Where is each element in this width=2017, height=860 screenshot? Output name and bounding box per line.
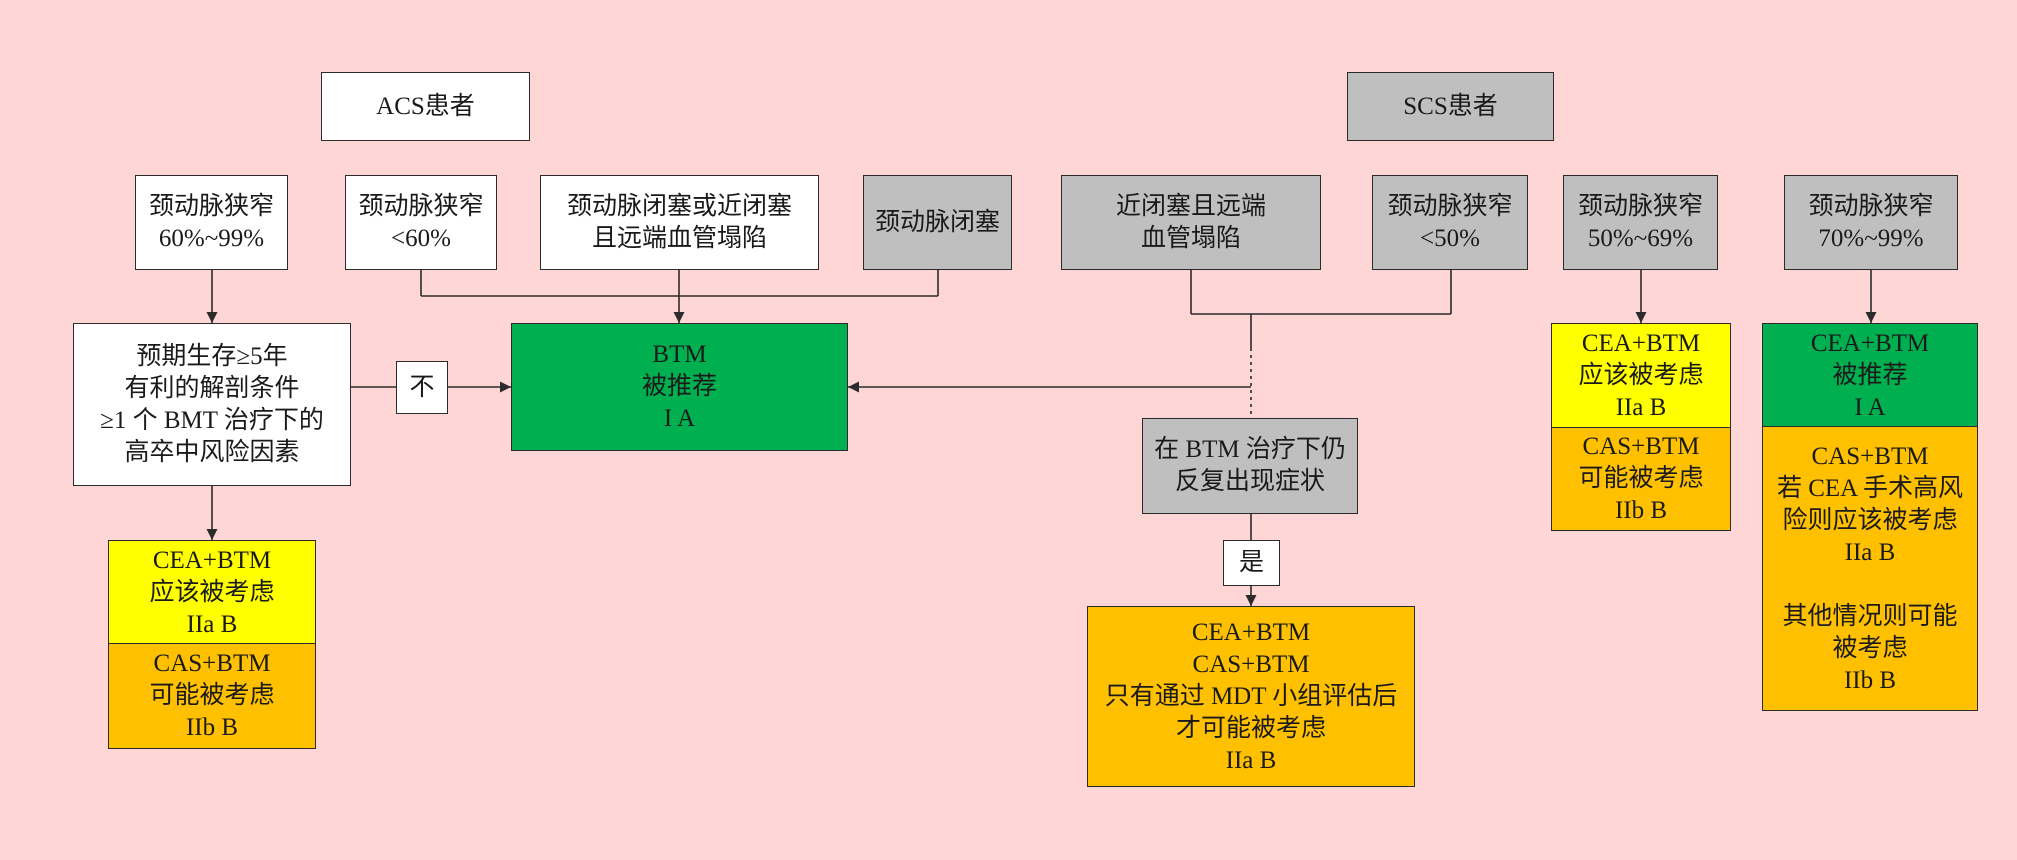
scs-recurrent-symptoms-node: 在 BTM 治疗下仍 反复出现症状 <box>1142 418 1358 514</box>
acs-stenosis-60-99-node: 颈动脉狭窄 60%~99% <box>135 175 288 270</box>
scs-70-99-cea-recommended-node: CEA+BTM 被推荐 I A <box>1762 323 1978 428</box>
scs-stenosis-70-99-node: 颈动脉狭窄 70%~99% <box>1784 175 1958 270</box>
acs-criteria-node: 预期生存≥5年 有利的解剖条件 ≥1 个 BMT 治疗下的 高卒中风险因素 <box>73 323 351 486</box>
scs-50-69-cea-should-consider-node: CEA+BTM 应该被考虑 IIa B <box>1551 323 1731 429</box>
scs-stenosis-lt50-node: 颈动脉狭窄 <50% <box>1372 175 1528 270</box>
acs-cas-may-consider-node: CAS+BTM 可能被考虑 IIb B <box>108 643 316 749</box>
scs-occlusion-node: 颈动脉闭塞 <box>863 175 1012 270</box>
no-label-node: 不 <box>396 361 448 414</box>
btm-recommended-node: BTM 被推荐 I A <box>511 323 848 451</box>
acs-cea-should-consider-node: CEA+BTM 应该被考虑 IIa B <box>108 540 316 645</box>
scs-50-69-cas-may-consider-node: CAS+BTM 可能被考虑 IIb B <box>1551 427 1731 531</box>
yes-label-node: 是 <box>1223 540 1280 586</box>
acs-occlusion-or-near-node: 颈动脉闭塞或近闭塞 且远端血管塌陷 <box>540 175 819 270</box>
scs-mdt-option-node: CEA+BTM CAS+BTM 只有通过 MDT 小组评估后 才可能被考虑 II… <box>1087 606 1415 787</box>
scs-patients-header: SCS患者 <box>1347 72 1554 141</box>
scs-70-99-cas-conditional-node: CAS+BTM 若 CEA 手术高风 险则应该被考虑 IIa B 其他情况则可能… <box>1762 426 1978 711</box>
scs-stenosis-50-69-node: 颈动脉狭窄 50%~69% <box>1563 175 1718 270</box>
acs-patients-header: ACS患者 <box>321 72 530 141</box>
acs-stenosis-lt60-node: 颈动脉狭窄 <60% <box>345 175 497 270</box>
scs-near-occlusion-node: 近闭塞且远端 血管塌陷 <box>1061 175 1321 270</box>
